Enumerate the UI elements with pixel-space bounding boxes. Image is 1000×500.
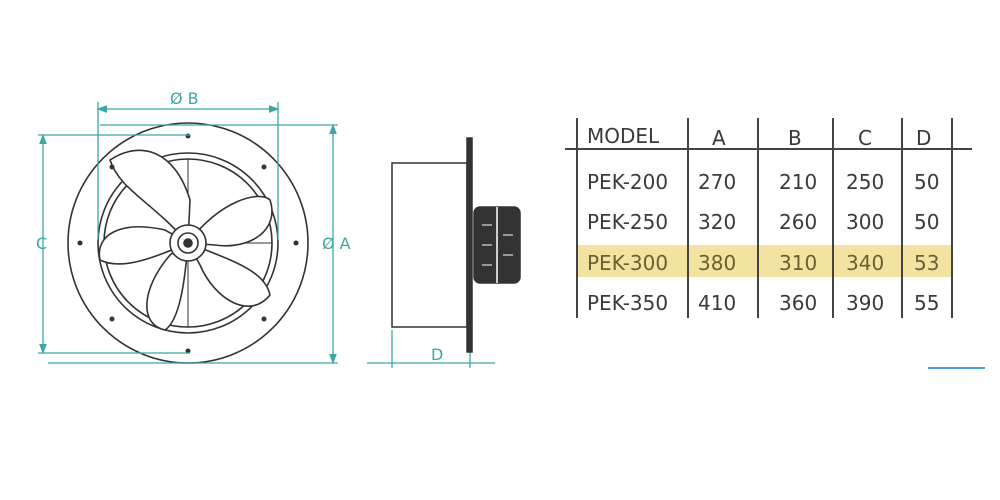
table-cell: 300 (846, 210, 885, 234)
table-cell: PEK-250 (587, 210, 669, 234)
highlighted-row-background (576, 245, 952, 277)
header-b: B (788, 126, 802, 150)
header-model: MODEL (587, 124, 660, 148)
dimension-label-b: Ø B (170, 89, 199, 108)
table-cell: 270 (698, 170, 737, 194)
table-cell: 410 (698, 291, 737, 315)
table-cell: 210 (779, 170, 818, 194)
dimension-label-c: C (36, 234, 47, 253)
dimension-label-d: D (431, 345, 443, 364)
table-cell: 320 (698, 210, 737, 234)
table-cell: PEK-350 (587, 291, 669, 315)
table-cell: 260 (779, 210, 818, 234)
table-cell: 250 (846, 170, 885, 194)
table-cell: 50 (914, 170, 940, 194)
table-cell: 360 (779, 291, 818, 315)
fan-side-view (391, 137, 521, 353)
table-cell: 50 (914, 210, 940, 234)
header-c: C (858, 126, 872, 150)
table-cell-highlighted: 340 (846, 251, 885, 275)
header-d: D (916, 126, 932, 150)
table-cell-highlighted: 380 (698, 251, 737, 275)
dimension-label-a: Ø A (322, 234, 351, 253)
table-grid (565, 118, 972, 318)
table-cell: PEK-200 (587, 170, 669, 194)
table-cell-highlighted: 310 (779, 251, 818, 275)
header-a: A (712, 126, 726, 150)
dimension-lines (38, 102, 495, 368)
table-cell-highlighted: 53 (914, 251, 940, 275)
table-cell-highlighted: PEK-300 (587, 251, 669, 275)
fan-front-view (67, 122, 309, 364)
table-cell: 390 (846, 291, 885, 315)
table-cell: 55 (914, 291, 940, 315)
